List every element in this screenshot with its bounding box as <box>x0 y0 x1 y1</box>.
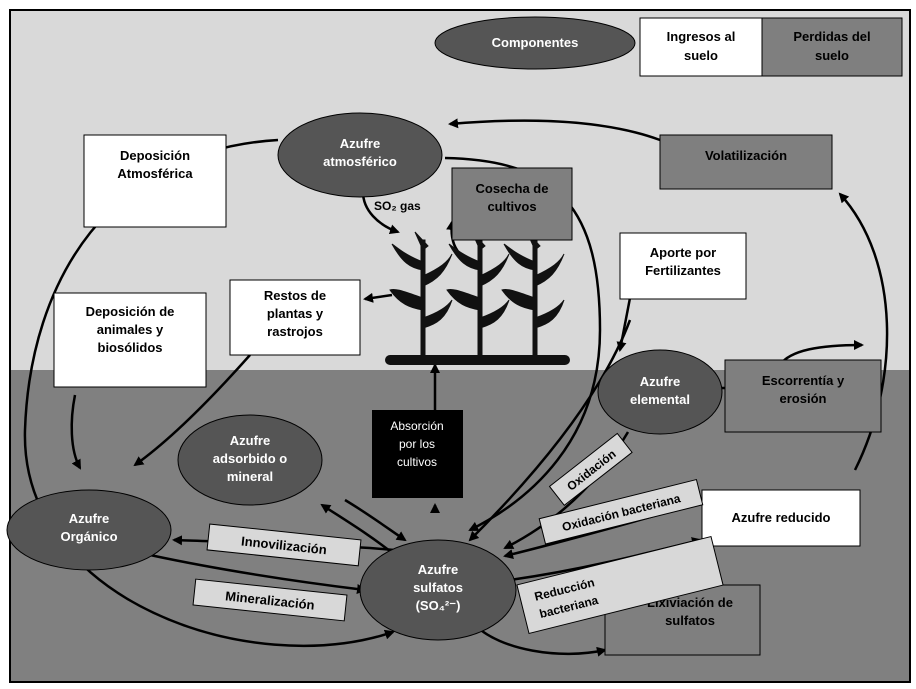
atmospheric-deposition-label-2: Atmosférica <box>117 166 193 181</box>
crop-harvest-box <box>451 167 573 241</box>
organic-sulfur-node <box>6 489 172 571</box>
arrow-sulfates-to-leaching <box>474 624 607 657</box>
animal-deposition-box <box>53 292 207 388</box>
arrow-volatilization-to-atmosphere <box>448 118 661 142</box>
reduced-sulfur-box <box>701 489 861 547</box>
crop-plants <box>389 231 565 356</box>
arrow-sulfates-to-adsorbed <box>320 503 396 556</box>
uptake-label-3: cultivos <box>397 455 437 469</box>
organic-sulfur-label-2: Orgánico <box>60 529 117 544</box>
so2-gas-label: SO₂ gas <box>374 199 421 213</box>
elemental-sulfur-label-1: Azufre <box>640 374 680 389</box>
leaching-label-2: sulfatos <box>665 613 715 628</box>
volatilization-box <box>659 134 833 190</box>
processes: Absorción por los cultivos Innovilizació… <box>192 199 724 635</box>
adsorbed-sulfur-node <box>177 414 323 506</box>
immobilization-tag: Innovilización <box>206 523 362 567</box>
legend-inputs-label-2: suelo <box>684 48 718 63</box>
reduced-sulfur-label: Azufre reducido <box>732 510 831 525</box>
arrow-reduced-to-volatilization <box>838 192 889 471</box>
plant-residues-label-2: plantas y <box>267 306 324 321</box>
adsorbed-sulfur-label-3: mineral <box>227 469 273 484</box>
fertilizer-box <box>619 232 747 300</box>
legend-components-ellipse <box>434 16 636 70</box>
arrow-animal-to-organic <box>70 394 82 470</box>
animal-deposition-label-3: biosólidos <box>98 340 163 355</box>
crop-plant-icon <box>446 231 510 356</box>
legend-components-label: Componentes <box>492 35 579 50</box>
sulfates-label-2: sulfatos <box>413 580 463 595</box>
animal-deposition-label-2: animales y <box>97 322 164 337</box>
runoff-box <box>724 359 882 433</box>
components: Azufre atmosférico Azufre Orgánico Azufr… <box>6 112 723 641</box>
arrow-adsorbed-to-sulfates <box>344 498 407 542</box>
arrow-organic-to-sulfates <box>149 553 367 594</box>
ground-bar <box>385 355 570 365</box>
elemental-sulfur-node <box>597 349 723 435</box>
diagram-frame <box>9 9 911 683</box>
sulfates-label-1: Azufre <box>418 562 458 577</box>
legend-losses-box <box>761 17 903 77</box>
soil-inputs: Deposición Atmosférica Deposición de ani… <box>53 134 861 547</box>
adsorbed-sulfur-label-1: Azufre <box>230 433 270 448</box>
plant-residues-label-1: Restos de <box>264 288 326 303</box>
plant-residues-box <box>229 279 361 356</box>
atmospheric-sulfur-node <box>277 112 443 198</box>
runoff-label-1: Escorrentía y <box>762 373 845 388</box>
arrow-residues-to-organic <box>133 354 251 467</box>
sulfates-node <box>359 539 517 641</box>
uptake-label-1: Absorción <box>390 419 443 433</box>
fertilizer-label-2: Fertilizantes <box>645 263 721 278</box>
animal-deposition-label-1: Deposición de <box>86 304 175 319</box>
mineralization-tag: Mineralización <box>192 578 348 622</box>
adsorbed-sulfur-label-2: adsorbido o <box>213 451 287 466</box>
runoff-label-2: erosión <box>780 391 827 406</box>
legend-losses-label-2: suelo <box>815 48 849 63</box>
arrow-crops-to-residues <box>363 292 393 303</box>
elemental-sulfur-label-2: elemental <box>630 392 690 407</box>
atmospheric-sulfur-label-2: atmosférico <box>323 154 397 169</box>
volatilization-label: Volatilización <box>705 148 787 163</box>
legend: Componentes Ingresos al suelo Perdidas d… <box>434 16 903 77</box>
atmospheric-deposition-box <box>83 134 227 228</box>
legend-inputs-box <box>639 17 763 77</box>
uptake-label-2: por los <box>399 437 435 451</box>
organic-sulfur-label-1: Azufre <box>69 511 109 526</box>
bacterial-reduction-tag: Reducción bacteriana <box>516 535 724 635</box>
crop-harvest-label-1: Cosecha de <box>476 181 549 196</box>
uptake-box <box>372 410 463 498</box>
crop-plant-icon <box>389 231 453 356</box>
plant-residues-label-3: rastrojos <box>267 324 323 339</box>
arrow-fertilizer-to-sulfates <box>468 319 632 542</box>
fertilizer-label-1: Aporte por <box>650 245 716 260</box>
legend-inputs-label-1: Ingresos al <box>667 29 736 44</box>
atmospheric-deposition-label-1: Deposición <box>120 148 190 163</box>
crop-harvest-label-2: cultivos <box>487 199 536 214</box>
atmospheric-sulfur-label-1: Azufre <box>340 136 380 151</box>
legend-losses-label-1: Perdidas del <box>793 29 870 44</box>
soil-losses: Volatilización Cosecha de cultivos Escor… <box>451 134 882 656</box>
sulfates-label-3: (SO₄²⁻) <box>416 598 461 613</box>
